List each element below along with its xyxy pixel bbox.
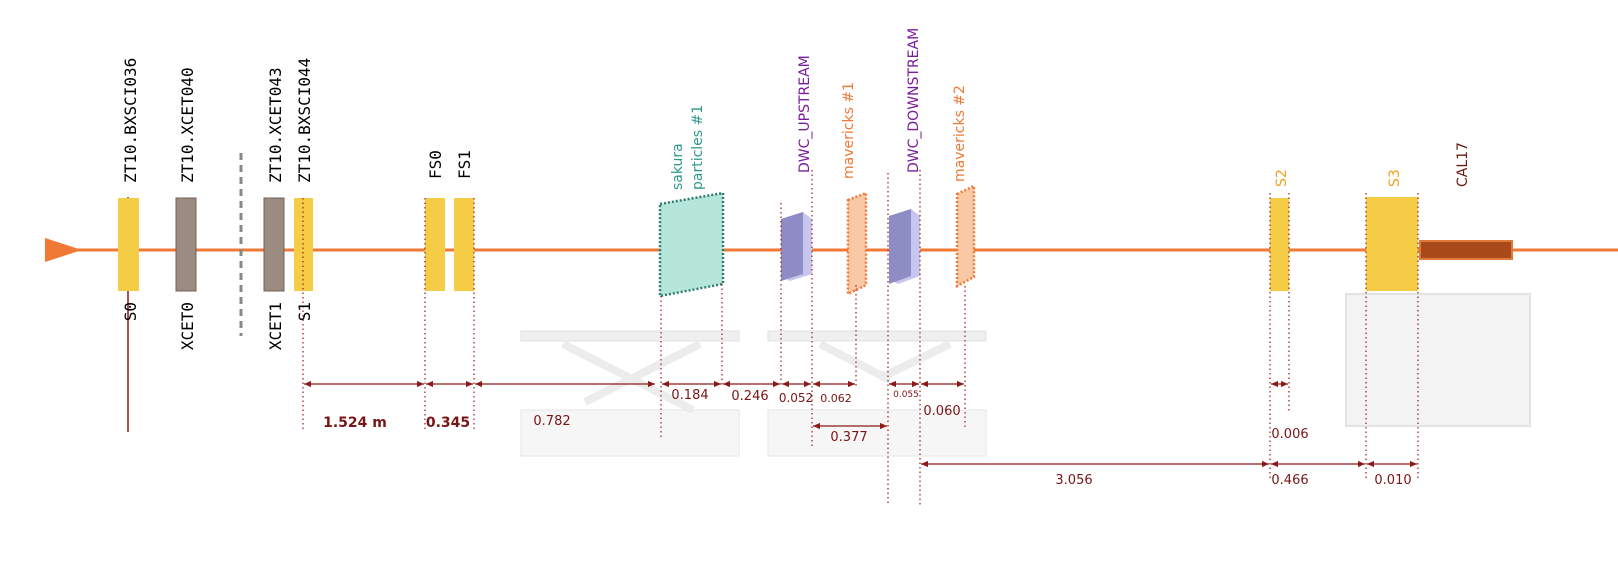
label-zt10-xcet043: ZT10.XCET043 [266, 67, 285, 183]
label-s3: S3 [1387, 169, 1403, 187]
distance-s2-width: 0.006 [1271, 427, 1308, 442]
label-s0: S0 [121, 302, 140, 321]
distance-sakura-width: 0.184 [671, 388, 708, 403]
dimension-arrows [304, 380, 1417, 468]
dwc-downstream-chamber [889, 209, 920, 284]
fs1-scintillator [454, 198, 474, 291]
distance-s3-width: 0.010 [1374, 473, 1411, 488]
xcet0-cherenkov [175, 197, 197, 292]
xcet1-cherenkov [263, 197, 285, 292]
distance-s2-s3: 0.466 [1271, 473, 1308, 488]
distance-dwcup-mav1: 0.062 [820, 392, 852, 405]
label-sakura-line1: sakura [670, 143, 686, 190]
triangle-right-icon [45, 238, 82, 262]
label-dwc-downstream: DWC_DOWNSTREAM [906, 28, 922, 173]
distance-dwcup-width: 0.052 [779, 391, 813, 405]
sakura-support-stand [520, 330, 740, 457]
distance-dwcdown-width: 0.055 [893, 390, 919, 400]
label-mavericks2: mavericks #2 [952, 85, 968, 182]
label-dwc-upstream: DWC_UPSTREAM [797, 55, 813, 173]
label-sakura-line2: particles #1 [690, 105, 706, 190]
mavericks1-detector [846, 191, 868, 297]
sakura-detector [658, 191, 725, 298]
label-xcet0: XCET0 [178, 302, 197, 350]
label-xcet1: XCET1 [266, 302, 285, 350]
label-zt10-bxsci044: ZT10.BXSCI044 [295, 58, 314, 183]
distance-sakura-dwcup: 0.246 [731, 389, 768, 404]
dwc-upstream-chamber [781, 212, 812, 281]
s0-scintillator [118, 198, 139, 291]
label-s1: S1 [295, 302, 314, 321]
reference-lines [302, 170, 1419, 506]
label-mavericks1: mavericks #1 [841, 82, 857, 179]
s2-scintillator [1270, 198, 1289, 291]
distance-dwcup-dwcdown: 0.377 [830, 430, 867, 445]
mavericks2-detector [955, 184, 976, 289]
fs0-scintillator [425, 198, 445, 291]
distance-s1-fs0: 1.524 m [323, 415, 387, 431]
s3-support-stand [1345, 293, 1531, 427]
s3-scintillator [1366, 197, 1418, 291]
distance-fs1-sakura: 0.782 [533, 414, 570, 429]
label-zt10-xcet040: ZT10.XCET040 [178, 67, 197, 183]
distance-fs0-fs1: 0.345 [426, 415, 470, 431]
distance-dwcdown-s2: 3.056 [1055, 473, 1092, 488]
label-fs0: FS0 [426, 150, 445, 179]
distance-dwcdown-mav2: 0.060 [923, 404, 960, 419]
cal17-calorimeter [1419, 240, 1513, 260]
label-zt10-bxsci036: ZT10.BXSCI036 [121, 58, 140, 183]
label-s2: S2 [1274, 169, 1290, 187]
label-fs1: FS1 [455, 150, 474, 179]
dwc-support-stand [767, 330, 987, 457]
label-cal17: CAL17 [1455, 142, 1471, 187]
